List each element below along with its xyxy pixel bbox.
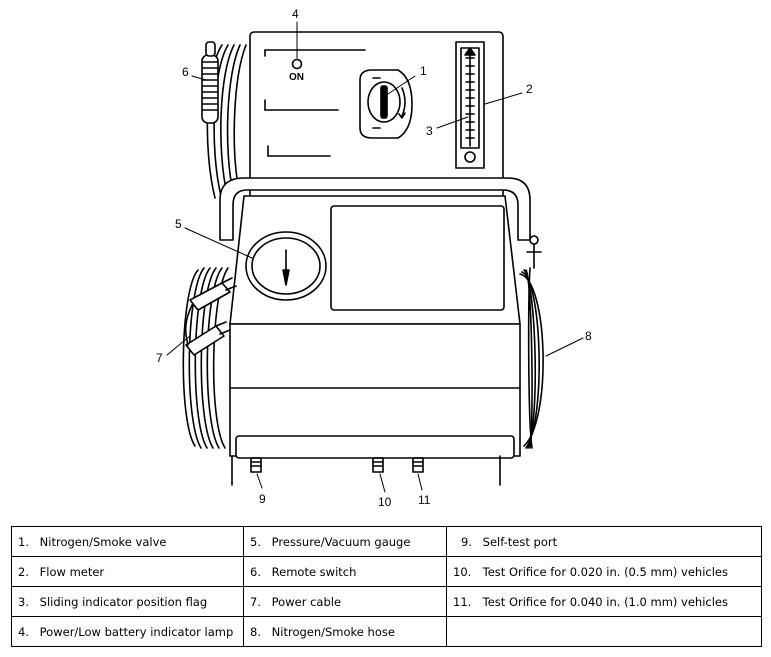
legend-cell: 10. Test Orifice for 0.020 in. (0.5 mm) … xyxy=(446,556,762,587)
callout-10: 10 xyxy=(378,495,392,509)
callout-numbers: 1 2 3 4 5 6 7 8 9 10 11 xyxy=(156,7,592,509)
legend-text: Nitrogen/Smoke hose xyxy=(271,624,395,639)
callout-6: 6 xyxy=(182,65,189,79)
legend-number: 3. xyxy=(18,594,29,609)
legend-cell: 11. Test Orifice for 0.040 in. (1.0 mm) … xyxy=(446,586,762,617)
legend-number: 9. xyxy=(461,534,472,549)
test-orifice-0020 xyxy=(372,457,384,473)
legend-number: 4. xyxy=(18,624,29,639)
evap-smoke-tester-diagram: ON 1 2 3 4 5 6 7 8 9 10 11 xyxy=(156,7,592,509)
callout-3: 3 xyxy=(426,124,433,138)
legend-cell: 8. Nitrogen/Smoke hose xyxy=(243,616,447,647)
legend-number: 8. xyxy=(250,624,261,639)
remote-switch xyxy=(201,41,219,124)
nitrogen-smoke-valve xyxy=(359,69,413,139)
legend-table: 1. Nitrogen/Smoke valve 5. Pressure/Vacu… xyxy=(11,526,762,647)
legend-row: 3. Sliding indicator position flag 7. Po… xyxy=(11,586,762,617)
self-test-port xyxy=(250,457,262,473)
legend-cell: 3. Sliding indicator position flag xyxy=(11,586,244,617)
legend-text: Test Orifice for 0.020 in. (0.5 mm) vehi… xyxy=(482,564,728,579)
callout-8: 8 xyxy=(585,329,592,343)
flow-meter xyxy=(455,41,485,169)
power-cable-coil xyxy=(182,267,229,449)
legend-number: 2. xyxy=(18,564,29,579)
callout-4: 4 xyxy=(292,7,299,21)
legend-number: 5. xyxy=(250,534,261,549)
callout-2: 2 xyxy=(526,82,533,96)
legend-cell: 2. Flow meter xyxy=(11,556,244,587)
callout-5: 5 xyxy=(175,217,182,231)
legend-text: Remote switch xyxy=(271,564,357,579)
pressure-vacuum-gauge xyxy=(245,231,327,301)
callout-11: 11 xyxy=(418,493,431,507)
legend-row: 1. Nitrogen/Smoke valve 5. Pressure/Vacu… xyxy=(11,526,762,557)
legend-text: Sliding indicator position flag xyxy=(39,594,208,609)
on-indicator-label: ON xyxy=(289,72,304,83)
legend-cell: 6. Remote switch xyxy=(243,556,447,587)
legend-text: Power/Low battery indicator lamp xyxy=(39,624,234,639)
legend-number: 7. xyxy=(250,594,261,609)
legend-row: 4. Power/Low battery indicator lamp 8. N… xyxy=(11,616,762,647)
legend-cell: 1. Nitrogen/Smoke valve xyxy=(11,526,244,557)
callout-1: 1 xyxy=(420,64,427,78)
nitrogen-smoke-hose-coil xyxy=(519,235,544,449)
battery-clamps xyxy=(184,277,237,356)
legend-text: Pressure/Vacuum gauge xyxy=(271,534,411,549)
legend-text: Nitrogen/Smoke valve xyxy=(39,534,167,549)
test-orifice-0040 xyxy=(412,457,424,473)
carry-handle xyxy=(219,177,531,241)
legend-number: 11. xyxy=(453,594,472,609)
legend-row: 2. Flow meter 6. Remote switch 10. Test … xyxy=(11,556,762,587)
legend-number: 6. xyxy=(250,564,261,579)
legend-text: Self-test port xyxy=(482,534,558,549)
callout-7: 7 xyxy=(156,351,163,365)
callout-leaders xyxy=(166,21,584,493)
legend-number: 10. xyxy=(453,564,472,579)
legend-number: 1. xyxy=(18,534,29,549)
legend-text: Test Orifice for 0.040 in. (1.0 mm) vehi… xyxy=(482,594,728,609)
legend-cell: 5. Pressure/Vacuum gauge xyxy=(243,526,447,557)
legend-cell: 4. Power/Low battery indicator lamp xyxy=(11,616,244,647)
legend-text: Power cable xyxy=(271,594,342,609)
power-indicator-lamp xyxy=(291,58,303,70)
callout-9: 9 xyxy=(259,492,266,506)
legend-cell: 7. Power cable xyxy=(243,586,447,617)
legend-text: Flow meter xyxy=(39,564,105,579)
legend-cell: 9. Self-test port xyxy=(446,526,762,557)
legend-cell xyxy=(446,616,762,647)
